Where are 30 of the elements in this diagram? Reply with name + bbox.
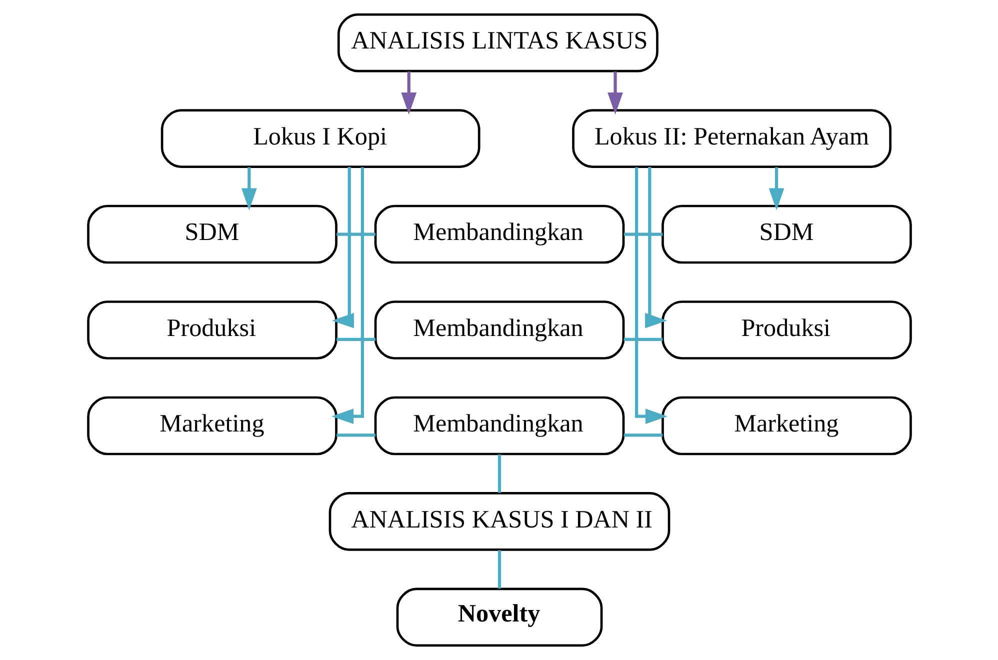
connector — [497, 454, 501, 493]
connector — [336, 232, 375, 236]
node-box: Produksi — [86, 300, 337, 360]
connector — [623, 338, 662, 341]
node-box: ANALISIS LINTAS KASUS — [336, 13, 658, 72]
node-box: Marketing — [661, 396, 912, 456]
node-box: Membandingkan — [374, 396, 624, 456]
connector — [336, 338, 375, 341]
node-box: ANALISIS KASUS I DAN II — [328, 492, 670, 551]
node-box: Membandingkan — [374, 204, 624, 264]
node-box: Membandingkan — [374, 300, 624, 360]
connector — [336, 434, 375, 437]
arrow — [240, 167, 256, 210]
connector — [623, 434, 662, 437]
arrow — [634, 167, 667, 424]
node-box: Novelty — [396, 588, 602, 647]
node-box: Marketing — [86, 396, 337, 456]
node-box: Produksi — [661, 300, 912, 360]
arrow — [331, 167, 364, 424]
arrow — [331, 166, 354, 328]
node-box: SDM — [86, 204, 337, 264]
node-box: Lokus II: Peternakan Ayam — [572, 109, 891, 168]
node-box: Lokus I Kopi — [160, 109, 480, 168]
node-box: SDM — [661, 204, 912, 264]
connector — [623, 232, 662, 236]
arrow — [768, 167, 784, 210]
arrow — [400, 72, 416, 115]
connector — [497, 550, 501, 589]
arrow — [607, 72, 622, 115]
arrow — [644, 166, 667, 328]
